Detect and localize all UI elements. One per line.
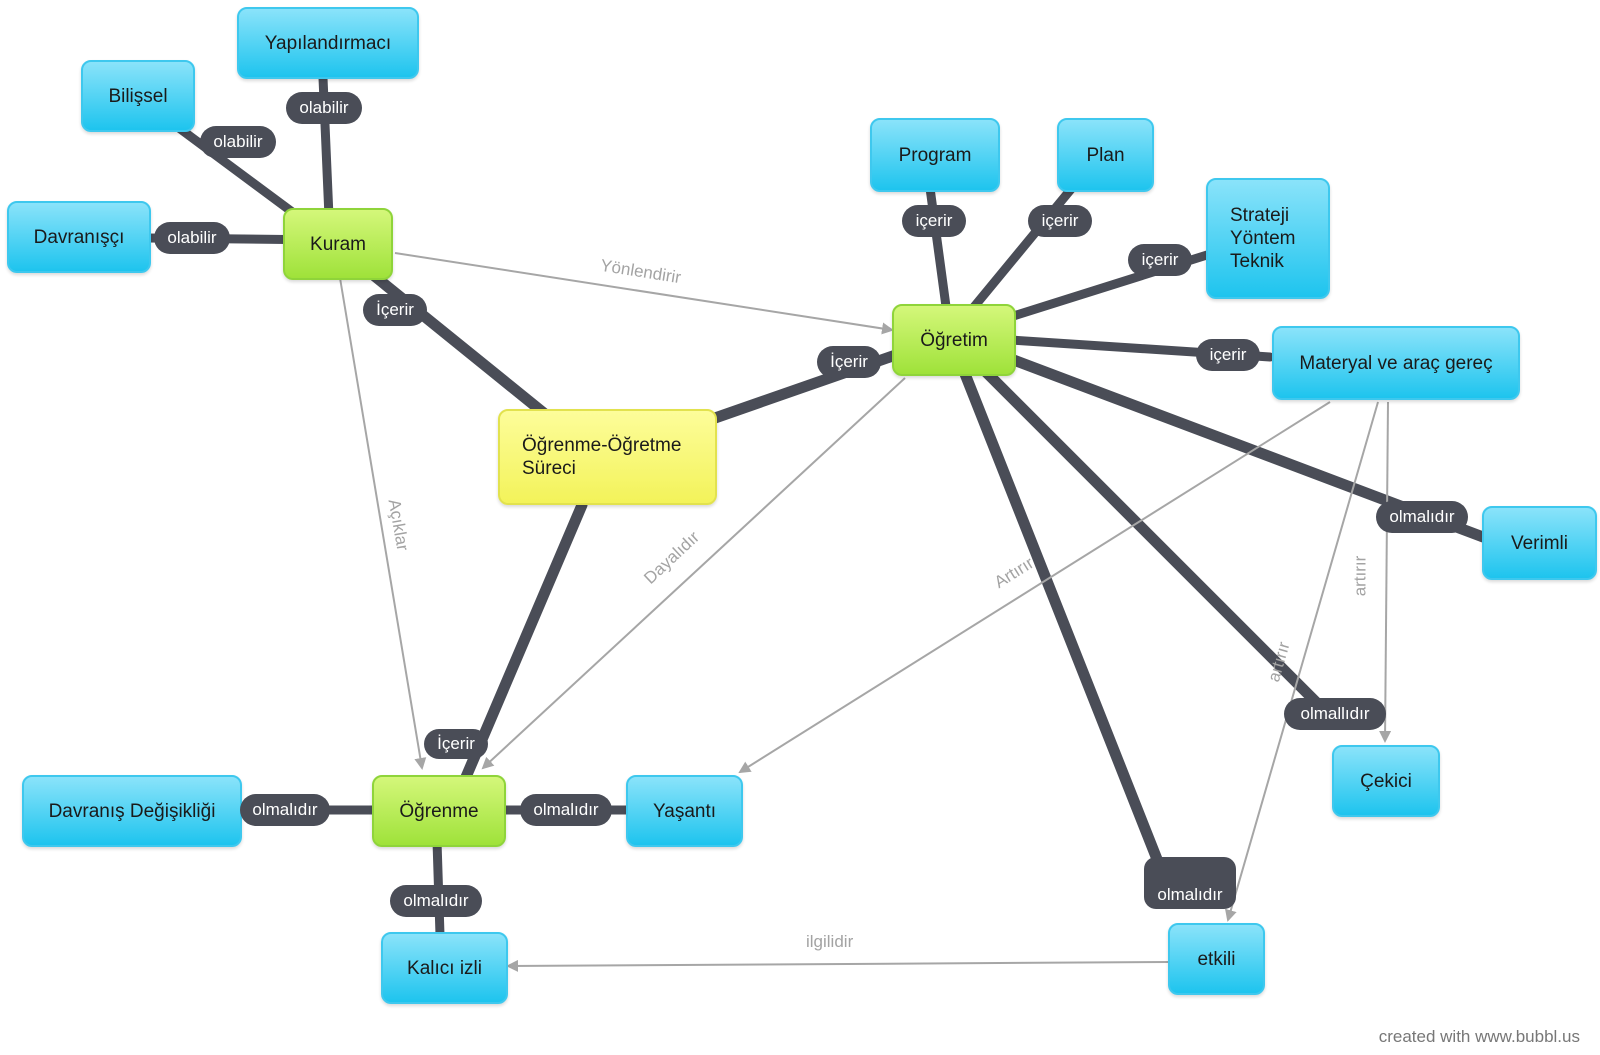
label-olmalidir-verimli: olmalıdır bbox=[1376, 501, 1468, 533]
connector-ogretim-cekici bbox=[944, 330, 1336, 722]
arrow-artirir-yasanti bbox=[738, 401, 1331, 774]
label-olmallidir-cekici: olmallıdır bbox=[1284, 698, 1386, 730]
connector-surec-ogrenme bbox=[460, 499, 588, 783]
node-strateji-yontem-teknik[interactable]: Strateji Yöntem Teknik bbox=[1206, 178, 1330, 299]
connector-ogretim-etkili bbox=[944, 330, 1176, 898]
node-ogrenme-ogretme-sureci[interactable]: Öğrenme-Öğretme Süreci bbox=[498, 409, 717, 505]
arrow-artirir-cekici bbox=[1379, 401, 1392, 743]
arrow-ilgilidir bbox=[506, 959, 1171, 972]
label-icerir-program: içerir bbox=[902, 205, 966, 237]
label-olmalidir-davranis: olmalıdır bbox=[240, 794, 330, 826]
label-olabilir-davranisci: olabilir bbox=[154, 222, 230, 254]
arrow-aciklar bbox=[339, 277, 427, 770]
node-materyal-arac-gerec[interactable]: Materyal ve araç gereç bbox=[1272, 326, 1520, 400]
label-olmalidir-etkili: olmalıdır bbox=[1144, 857, 1236, 909]
label-icerir-strateji: içerir bbox=[1128, 244, 1192, 276]
label-olabilir-yapilandirmaci: olabilir bbox=[286, 92, 362, 124]
arrow-artirir-etkili bbox=[1225, 401, 1379, 922]
arrow-dayalidir bbox=[481, 377, 906, 770]
node-yasanti[interactable]: Yaşantı bbox=[626, 775, 743, 847]
label-icerir-materyal: içerir bbox=[1196, 339, 1260, 371]
node-cekici[interactable]: Çekici bbox=[1332, 745, 1440, 817]
node-verimli[interactable]: Verimli bbox=[1482, 506, 1597, 580]
node-bilissel[interactable]: Bilişsel bbox=[81, 60, 195, 132]
node-davranis-degisikligi[interactable]: Davranış Değişikliği bbox=[22, 775, 242, 847]
node-ogretim[interactable]: Öğretim bbox=[892, 304, 1016, 376]
node-etkili[interactable]: etkili bbox=[1168, 923, 1265, 995]
relation-ilgilidir: ilgilidir bbox=[806, 932, 854, 951]
label-olmalidir-kalici: olmalıdır bbox=[390, 885, 482, 917]
node-kuram[interactable]: Kuram bbox=[283, 208, 393, 280]
label-icerir-surec: İçerir bbox=[817, 346, 881, 378]
node-yapilandirmaci[interactable]: Yapılandırmacı bbox=[237, 7, 419, 79]
relation-artirir-cekici: artırır bbox=[1350, 555, 1370, 597]
label-icerir-ogrenme: İçerir bbox=[424, 729, 488, 759]
node-program[interactable]: Program bbox=[870, 118, 1000, 192]
label-olabilir-bilissel: olabilir bbox=[200, 126, 276, 158]
node-davranisci[interactable]: Davranışçı bbox=[7, 201, 151, 273]
arrow-yonlendirir bbox=[394, 252, 894, 335]
footer-credit: created with www.bubbl.us bbox=[1378, 1027, 1580, 1046]
label-icerir-kuram: İçerir bbox=[363, 294, 427, 326]
node-plan[interactable]: Plan bbox=[1057, 118, 1154, 192]
label-icerir-plan: içerir bbox=[1028, 205, 1092, 237]
node-ogrenme[interactable]: Öğrenme bbox=[372, 775, 506, 847]
node-kalici-izli[interactable]: Kalıcı izli bbox=[381, 932, 508, 1004]
label-olmalidir-yasanti: olmalıdır bbox=[520, 794, 612, 826]
